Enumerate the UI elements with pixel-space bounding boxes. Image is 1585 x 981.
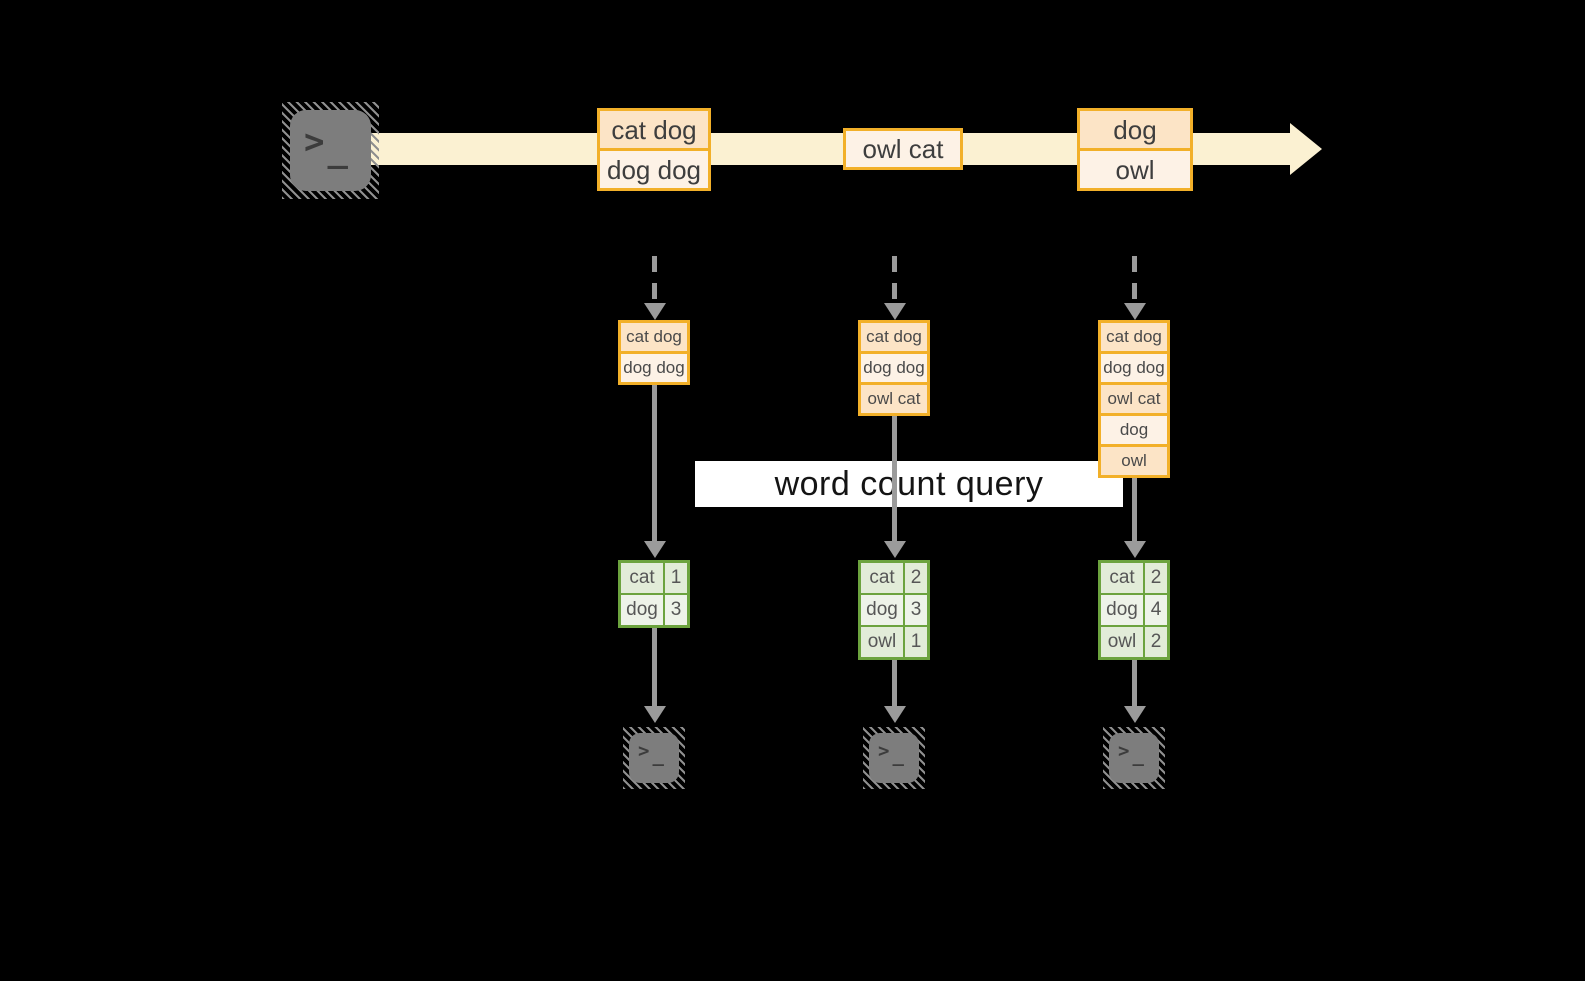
prompt-chevron: > [304, 122, 325, 162]
output-arrowhead [884, 706, 906, 723]
table-cell-count: 2 [905, 563, 927, 593]
terminal-screen: > _ [290, 110, 371, 191]
table-cell-word: owl [861, 627, 903, 657]
terminal-prompt-glyph: > _ [1118, 740, 1144, 766]
prompt-chevron: > [638, 740, 650, 762]
producer-terminal-icon: > _ [282, 102, 379, 199]
consumer-terminal-icon: > _ [1103, 727, 1165, 789]
event-line: dog [1080, 111, 1190, 148]
prompt-cursor: _ [1132, 744, 1144, 767]
query-arrowhead [1124, 541, 1146, 558]
stream-event-box-1: cat dog dog dog [597, 108, 711, 191]
prompt-cursor: _ [327, 130, 348, 170]
stream-event-box-2: owl cat [843, 128, 963, 170]
prompt-cursor: _ [652, 744, 664, 767]
output-arrowhead [644, 706, 666, 723]
word-count-table-1: cat 1 dog 3 [618, 560, 690, 628]
dashed-arrow-line [892, 256, 897, 302]
buffer-item: dog dog [621, 354, 687, 382]
table-cell-count: 1 [905, 627, 927, 657]
buffer-item: owl cat [1101, 385, 1167, 413]
buffer-item: cat dog [1101, 323, 1167, 351]
table-cell-word: dog [1101, 595, 1143, 625]
query-arrowhead [644, 541, 666, 558]
buffer-item: dog dog [1101, 354, 1167, 382]
dashed-arrowhead [644, 303, 666, 320]
query-arrow-line [892, 416, 897, 541]
word-count-table-3: cat 2 dog 4 owl 2 [1098, 560, 1170, 660]
dashed-arrowhead [884, 303, 906, 320]
query-label: word count query [774, 464, 1044, 503]
query-arrowhead [884, 541, 906, 558]
event-line: cat dog [600, 111, 708, 148]
consumer-terminal-icon: > _ [623, 727, 685, 789]
query-arrow-line [1132, 478, 1137, 541]
query-arrow-line [652, 385, 657, 541]
terminal-prompt-glyph: > _ [638, 740, 664, 766]
table-cell-count: 4 [1145, 595, 1167, 625]
terminal-screen: > _ [869, 733, 919, 783]
table-cell-word: owl [1101, 627, 1143, 657]
dashed-arrow-line [1132, 256, 1137, 302]
table-cell-count: 3 [665, 595, 687, 625]
terminal-screen: > _ [1109, 733, 1159, 783]
output-arrowhead [1124, 706, 1146, 723]
output-arrow-line [652, 628, 657, 706]
table-cell-count: 3 [905, 595, 927, 625]
event-buffer-stack-3: cat dog dog dog owl cat dog owl [1098, 320, 1170, 478]
terminal-prompt-glyph: > _ [304, 122, 348, 170]
stream-arrowhead [1290, 123, 1322, 175]
buffer-item: owl [1101, 447, 1167, 475]
output-arrow-line [892, 660, 897, 706]
table-cell-count: 2 [1145, 627, 1167, 657]
buffer-item: cat dog [861, 323, 927, 351]
table-cell-word: cat [861, 563, 903, 593]
event-line: dog dog [600, 151, 708, 188]
table-cell-word: cat [621, 563, 663, 593]
dashed-arrowhead [1124, 303, 1146, 320]
prompt-cursor: _ [892, 744, 904, 767]
table-cell-word: dog [621, 595, 663, 625]
query-label-band: word count query [695, 461, 1123, 507]
event-line: owl cat [846, 131, 960, 167]
word-count-table-2: cat 2 dog 3 owl 1 [858, 560, 930, 660]
table-cell-count: 2 [1145, 563, 1167, 593]
prompt-chevron: > [1118, 740, 1130, 762]
event-line: owl [1080, 151, 1190, 188]
event-buffer-stack-2: cat dog dog dog owl cat [858, 320, 930, 416]
table-cell-word: cat [1101, 563, 1143, 593]
table-cell-count: 1 [665, 563, 687, 593]
terminal-screen: > _ [629, 733, 679, 783]
dashed-arrow-line [652, 256, 657, 302]
buffer-item: cat dog [621, 323, 687, 351]
consumer-terminal-icon: > _ [863, 727, 925, 789]
buffer-item: dog dog [861, 354, 927, 382]
stream-event-box-3: dog owl [1077, 108, 1193, 191]
prompt-chevron: > [878, 740, 890, 762]
terminal-prompt-glyph: > _ [878, 740, 904, 766]
event-buffer-stack-1: cat dog dog dog [618, 320, 690, 385]
buffer-item: dog [1101, 416, 1167, 444]
buffer-item: owl cat [861, 385, 927, 413]
table-cell-word: dog [861, 595, 903, 625]
output-arrow-line [1132, 660, 1137, 706]
